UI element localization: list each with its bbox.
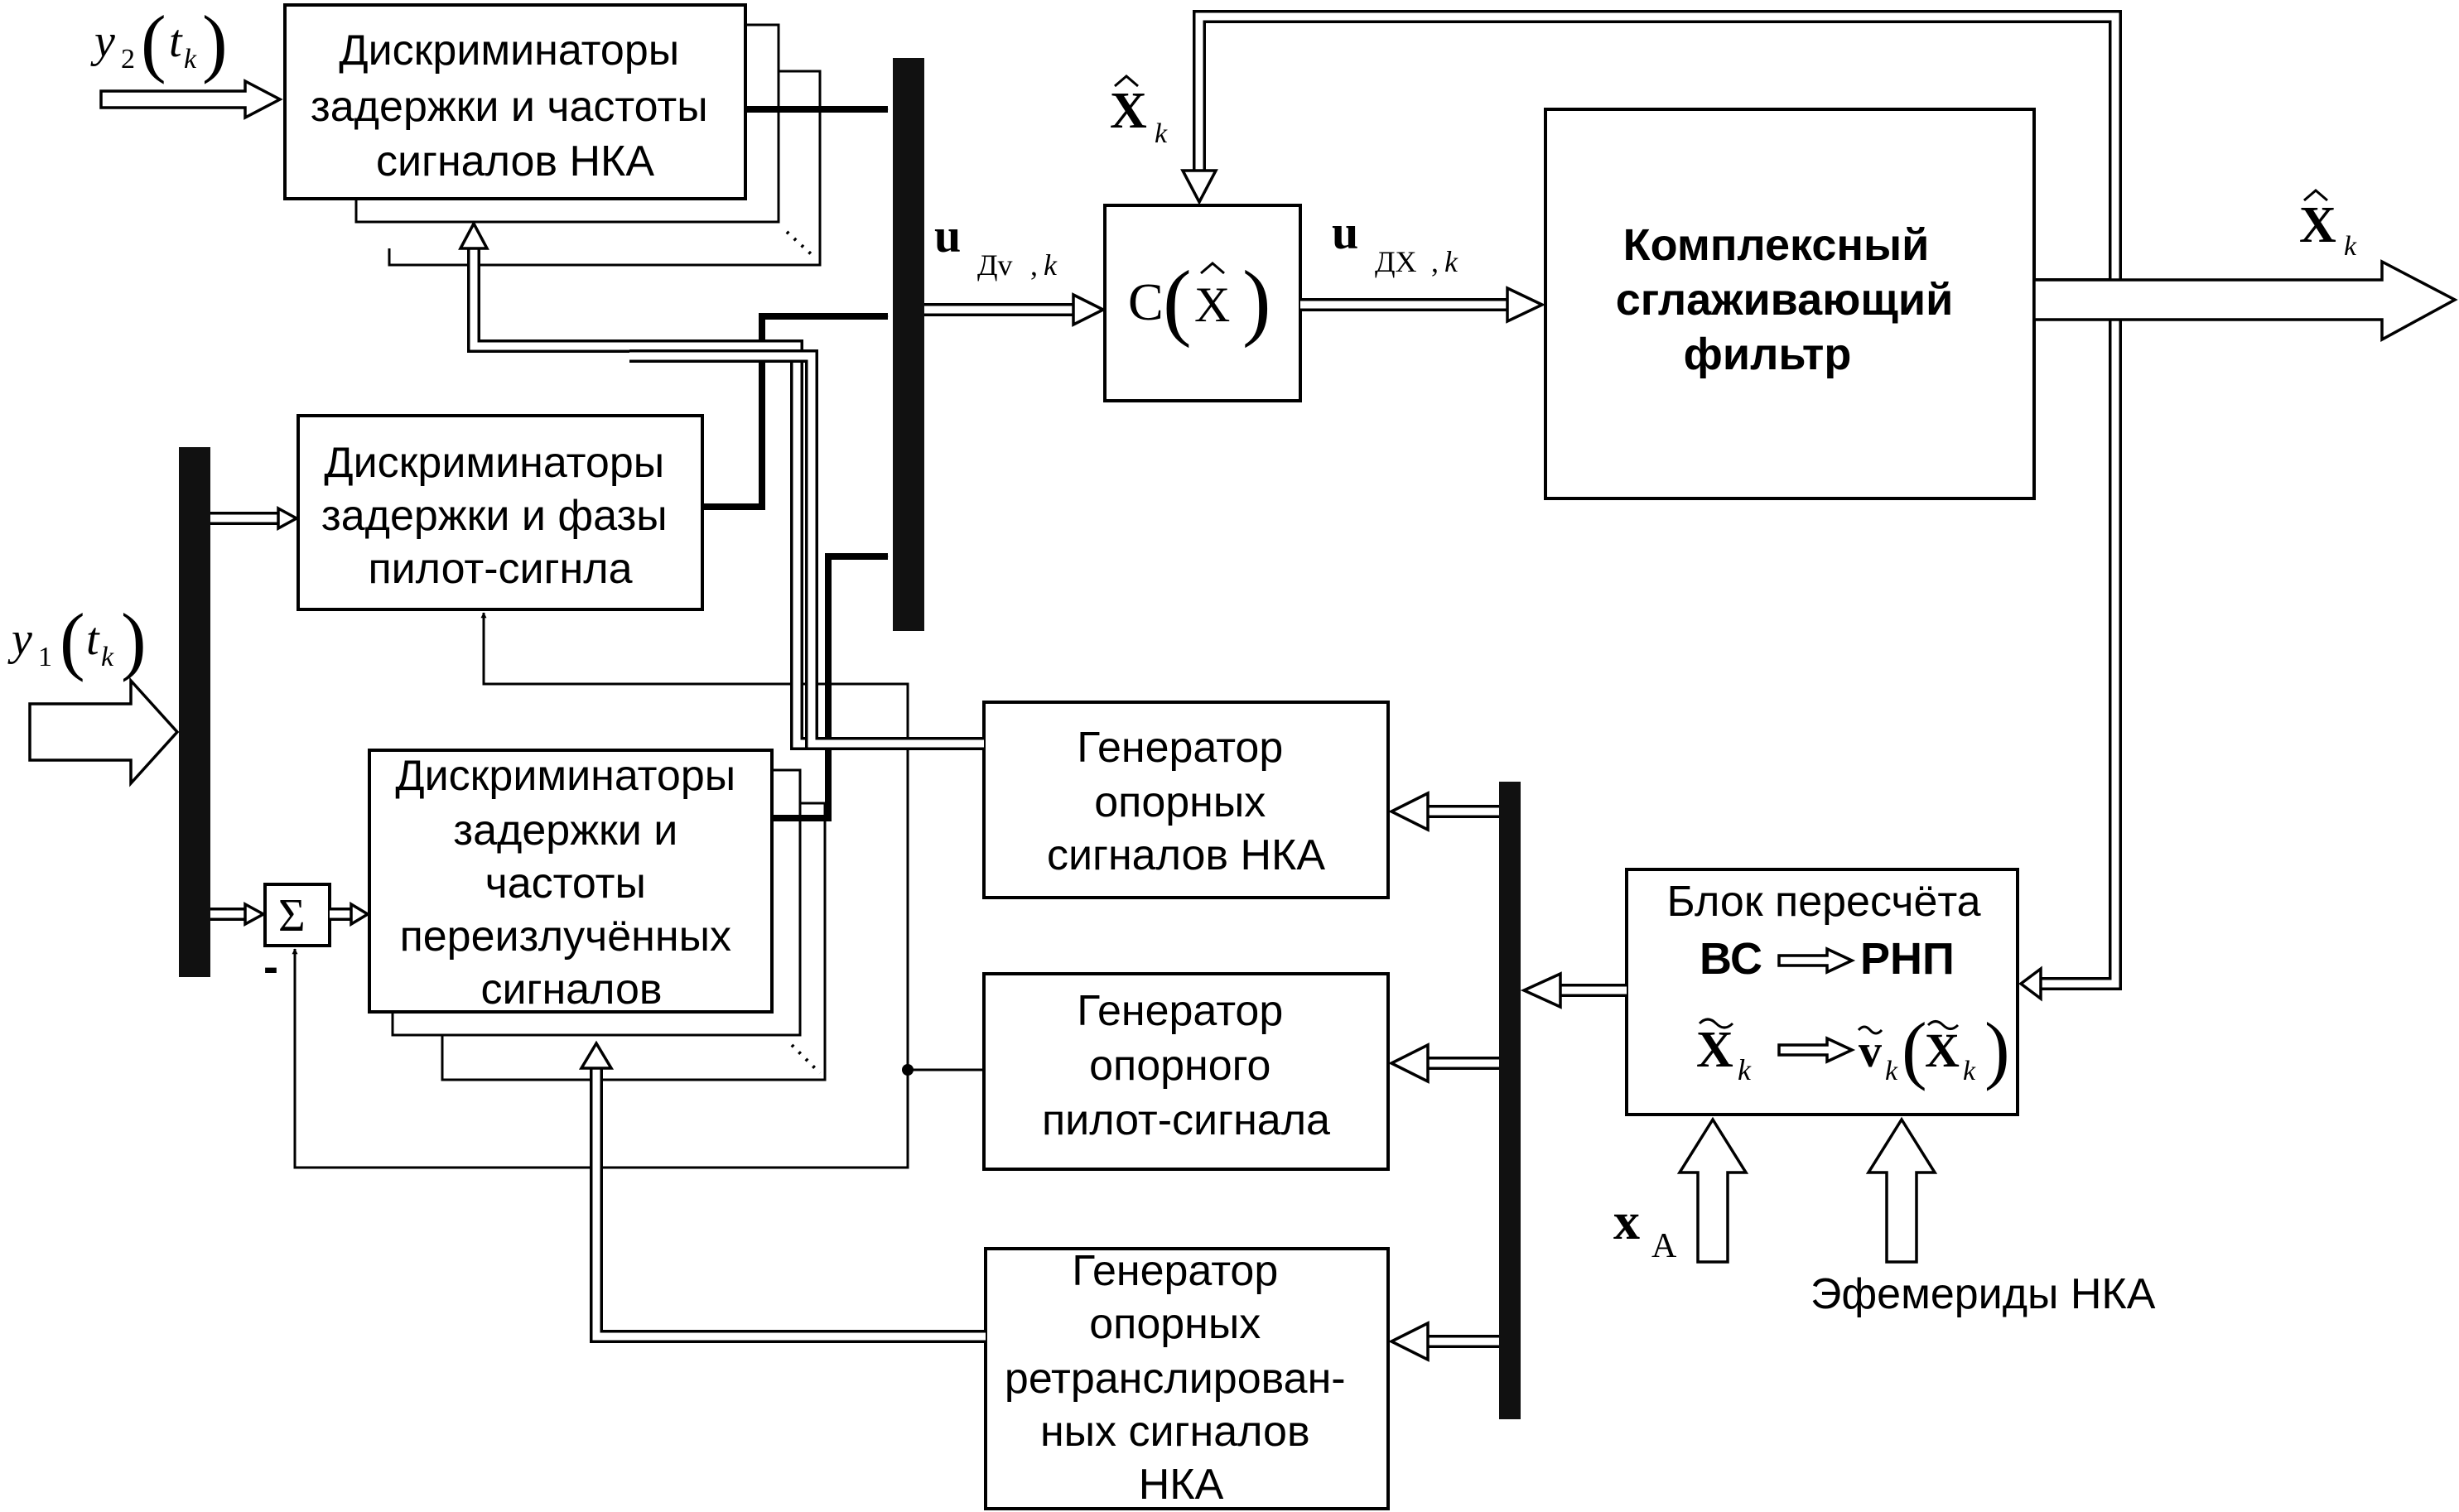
svg-text:y: y [7, 614, 32, 665]
svg-text:(: ( [60, 598, 85, 682]
svg-text:k: k [1963, 1056, 1976, 1086]
filter-block [1544, 108, 2036, 500]
disc-nka-stack [354, 23, 822, 267]
svg-text:t: t [86, 614, 100, 665]
gen-nka-block [982, 701, 1390, 899]
gen-relay-label: Генератор опорных ретранслирован- ных си… [1005, 1247, 1357, 1509]
svg-text:): ) [1242, 253, 1271, 349]
bus-top [893, 58, 924, 631]
arrow-ephemeris-input [1865, 1116, 1938, 1264]
svg-text:k: k [101, 642, 114, 672]
svg-text:u: u [934, 209, 961, 262]
svg-text:1: 1 [38, 642, 52, 672]
recalc-arrow-1 [1777, 946, 1856, 975]
svg-text:k: k [2344, 231, 2357, 262]
disc-relay-stack [391, 768, 827, 1081]
label-ephemeris: Эфемериды НКА [1810, 1270, 2156, 1318]
svg-text:X: X [1110, 83, 1147, 139]
svg-text:X: X [1194, 277, 1230, 332]
gen-nka-label: Генератор опорных сигналов НКА [1047, 724, 1325, 879]
bus-left [179, 447, 210, 977]
disc-nka-block [283, 3, 747, 200]
hollow-arrowheads [28, 79, 2458, 1362]
recalc-bc: ВС [1700, 934, 1762, 984]
gen-relay-block [984, 1247, 1390, 1510]
label-y1: y 1 ( t k ) [7, 598, 147, 682]
recalc-formula: X k v k ( X k ) [1696, 1007, 2010, 1091]
thick-links [702, 106, 889, 821]
filter-label: Комплексный сглаживающий фильтр [1616, 220, 1966, 379]
svg-text:,: , [1030, 248, 1038, 282]
svg-text:(: ( [1902, 1007, 1927, 1091]
label-u-dx: u ДX , k [1332, 205, 1459, 278]
svg-text:X: X [1696, 1022, 1733, 1078]
recalc-block [1625, 868, 2019, 1116]
svg-text:y: y [90, 16, 115, 67]
svg-text:): ) [121, 598, 147, 682]
label-u-dv: u Дv , k [934, 209, 1058, 282]
svg-text:(: ( [1163, 253, 1192, 349]
label-x-hat-feedback: X k [1110, 75, 1168, 149]
gen-pilot-block [982, 972, 1390, 1171]
svg-text:C: C [1128, 272, 1164, 331]
svg-text:k: k [1155, 118, 1168, 149]
c-block-label: C ( X ) [1128, 253, 1271, 349]
arrow-y2-input [99, 79, 283, 120]
recalc-rnp: РНП [1860, 934, 1955, 984]
svg-text:2: 2 [121, 44, 135, 75]
disc-relay-block [368, 749, 774, 1014]
svg-text:): ) [1984, 1007, 2010, 1091]
recalc-title: Блок пересчёта [1666, 878, 1980, 926]
svg-text:u: u [1332, 205, 1358, 259]
svg-text:(: ( [141, 0, 166, 84]
svg-text:k: k [1738, 1053, 1752, 1086]
svg-text:k: k [1885, 1056, 1898, 1086]
svg-text:Дv: Дv [977, 248, 1013, 282]
svg-text:,: , [1431, 245, 1439, 278]
arrow-output [2032, 259, 2458, 342]
label-xa: x A [1613, 1192, 1677, 1265]
bus-right [1499, 782, 1521, 1419]
disc-pilot-label: Дискриминаторы задержки и фазы пилот-сиг… [321, 439, 679, 593]
svg-text:ДX: ДX [1375, 245, 1417, 278]
svg-text:v: v [1859, 1026, 1882, 1077]
svg-text:X: X [1925, 1023, 1960, 1077]
c-block [1103, 204, 1302, 402]
svg-text:x: x [1613, 1192, 1640, 1250]
sum-minus: - [263, 942, 278, 992]
svg-text:k: k [184, 44, 197, 75]
svg-text:X: X [2299, 197, 2336, 253]
svg-text:k: k [1044, 248, 1058, 282]
arrow-y1-input [28, 677, 180, 787]
disc-pilot-block [297, 414, 704, 611]
label-y2: y 2 ( t k ) [90, 0, 228, 84]
svg-text:t: t [169, 16, 183, 67]
disc-nka-label: Дискриминаторы задержки и частоты сигнал… [311, 26, 720, 185]
sum-symbol: Σ [278, 890, 306, 941]
label-x-hat-output: X k [2299, 189, 2357, 262]
arrow-xa-input [1676, 1116, 1749, 1264]
disc-relay-label: Дискриминаторы задержки и частоты переиз… [395, 752, 747, 1014]
svg-text:A: A [1651, 1227, 1677, 1265]
svg-text:k: k [1444, 245, 1459, 278]
svg-text:): ) [202, 0, 228, 84]
gen-pilot-label: Генератор опорного пилот-сигнала [1042, 987, 1330, 1144]
